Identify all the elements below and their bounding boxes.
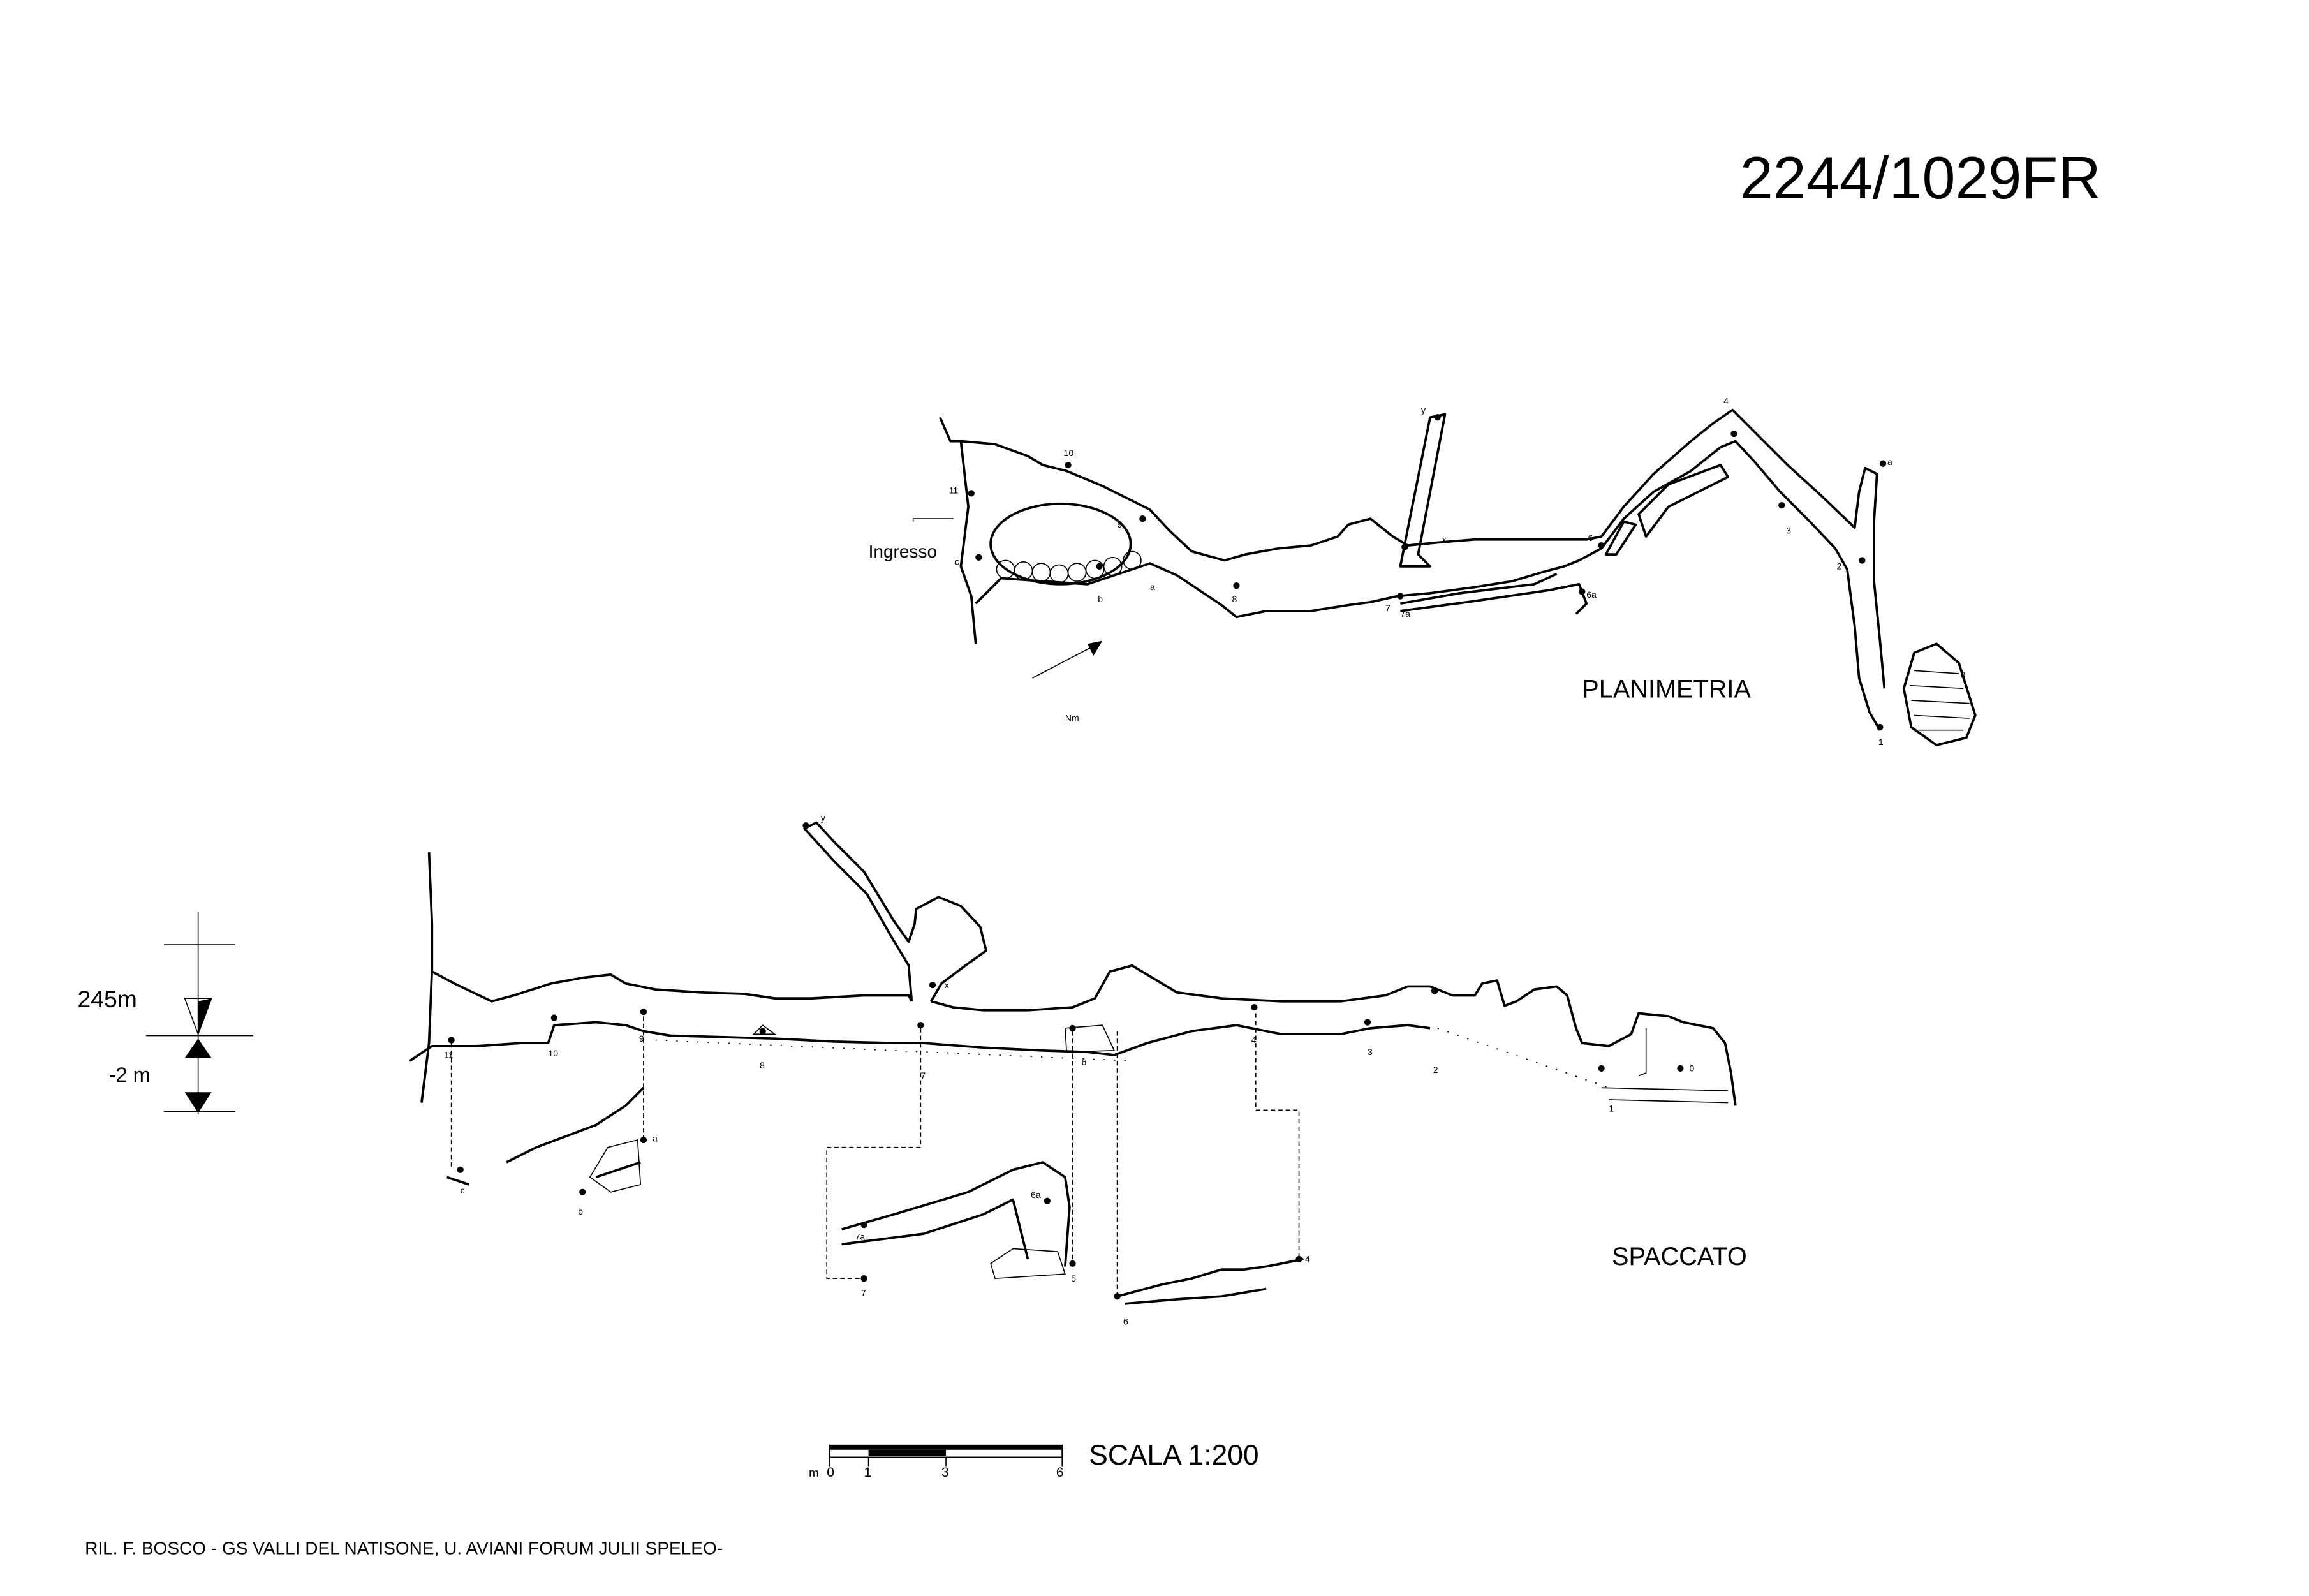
station-label: 6a [1586, 589, 1597, 600]
plan-boulders [996, 550, 1142, 584]
elevation-label: 245m [77, 986, 136, 1012]
station-label: 2 [1433, 1065, 1438, 1075]
station-label: 1 [1609, 1104, 1614, 1114]
scale-label: SCALA 1:200 [1089, 1440, 1258, 1471]
scale-tick-3: 3 [941, 1465, 949, 1480]
station-label: 11 [949, 485, 959, 495]
station-label: 3 [1786, 525, 1791, 535]
station-label: 7 [1385, 603, 1391, 613]
section-entrance-wall [420, 852, 434, 1103]
plan-entrance-pointer [912, 518, 954, 522]
station-label: 4 [1251, 1035, 1257, 1045]
station-label: 6a [1031, 1190, 1041, 1200]
section-view: 245m -2 m 11 10 9 8 7 x y 6 4 3 2 1 0 [77, 813, 1746, 1326]
station-label: 11 [444, 1050, 454, 1060]
station-label: 4 [1723, 395, 1729, 406]
station-label: 7a [1400, 609, 1410, 619]
station-label: 10 [548, 1048, 558, 1058]
section-floor [409, 1021, 1431, 1062]
station-label: 6 [1082, 1057, 1087, 1067]
station-label: 7 [861, 1288, 866, 1298]
scale-bar: m 0 1 3 6 SCALA 1:200 [809, 1440, 1258, 1480]
station-label: y [821, 813, 825, 823]
section-station-labels: 11 10 9 8 7 x y 6 4 3 2 1 0 c b a 7a 6a … [444, 813, 1694, 1326]
scale-tick-6: 6 [1056, 1465, 1064, 1480]
station-label: 1 [1878, 737, 1884, 747]
station-label: b [578, 1206, 583, 1216]
north-label: Nm [1065, 713, 1079, 723]
station-label: x [1442, 534, 1447, 544]
station-label: 8 [1232, 594, 1237, 604]
section-shaft [803, 821, 987, 1002]
station-label: 6 [1588, 533, 1593, 543]
station-label: a [653, 1133, 658, 1143]
station-label: 2 [1837, 561, 1842, 572]
section-sediment [655, 1028, 1609, 1089]
station-label: 4 [1305, 1254, 1310, 1264]
station-label: c [461, 1185, 465, 1195]
plan-side-loop [1604, 464, 1730, 556]
plan-lake [1902, 642, 1977, 746]
plan-label: PLANIMETRIA [1582, 675, 1751, 703]
scale-unit: m [809, 1466, 819, 1479]
section-station-points [448, 822, 1684, 1300]
plan-view: Ingresso Nm 11 10 9 c a b 8 7 7a x y 6 6… [869, 395, 1977, 747]
station-label: 9 [639, 1033, 644, 1044]
plan-station-labels: 11 10 9 c a b 8 7 7a x y 6 6a 4 3 2 a 0 … [949, 395, 1966, 747]
plan-entrance-label: Ingresso [869, 542, 937, 561]
section-projection-lines [450, 1013, 1300, 1299]
scale-tick-0: 0 [827, 1465, 834, 1480]
plan-station-points [968, 414, 1887, 731]
section-cross-cuts [446, 1086, 1304, 1305]
station-label: 7a [855, 1231, 866, 1241]
station-label: 5 [1071, 1273, 1076, 1283]
plan-upper-wall [961, 408, 1886, 689]
section-boulders [589, 1024, 1116, 1280]
station-label: 9 [1118, 519, 1123, 529]
section-water [1601, 1028, 1729, 1104]
section-label: SPACCATO [1612, 1243, 1747, 1271]
station-label: c [955, 556, 959, 566]
station-label: 0 [1960, 670, 1965, 680]
plan-low-passage [1400, 572, 1588, 615]
station-label: 8 [760, 1060, 765, 1070]
plan-lower-wall [975, 440, 1881, 731]
elevation-marker: 245m -2 m [77, 912, 254, 1115]
plan-left-wall [938, 417, 977, 644]
north-arrow: Nm [1032, 640, 1103, 723]
station-label: 10 [1064, 448, 1074, 458]
plan-shaft-y [1399, 413, 1447, 568]
station-label: 6 [1123, 1317, 1128, 1327]
plan-pillar [989, 502, 1132, 586]
section-ceiling [431, 964, 1737, 1106]
station-label: y [1421, 404, 1426, 415]
station-label: x [945, 980, 949, 990]
station-label: 3 [1368, 1047, 1373, 1057]
credits: RIL. F. BOSCO - GS VALLI DEL NATISONE, U… [85, 1538, 723, 1558]
survey-title: 2244/1029FR [1740, 144, 2101, 211]
station-label: b [1098, 594, 1103, 604]
depth-label: -2 m [108, 1063, 150, 1086]
station-label: a [1887, 457, 1892, 467]
station-label: 7 [920, 1070, 926, 1081]
station-label: a [1150, 582, 1155, 592]
scale-tick-1: 1 [864, 1465, 872, 1480]
station-label: 0 [1689, 1063, 1694, 1074]
